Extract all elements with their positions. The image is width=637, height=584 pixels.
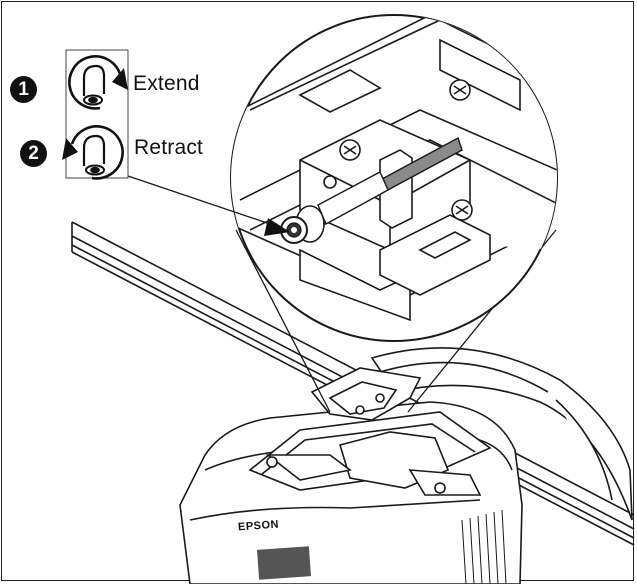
pointer-arrow [127, 175, 290, 236]
step-1-badge: 1 [10, 76, 37, 103]
step-2-label: Retract [134, 136, 204, 159]
rotate-clockwise-icon [68, 55, 128, 110]
adjustment-screw [280, 216, 308, 244]
legend-box [62, 49, 129, 180]
step-2-badge: 2 [20, 140, 47, 167]
mount-bracket [265, 367, 482, 496]
detail-magnifier [230, 14, 558, 342]
step-1-label: Extend [133, 72, 200, 95]
rotate-counterclockwise-icon [62, 125, 124, 180]
mount-arm [370, 347, 633, 521]
